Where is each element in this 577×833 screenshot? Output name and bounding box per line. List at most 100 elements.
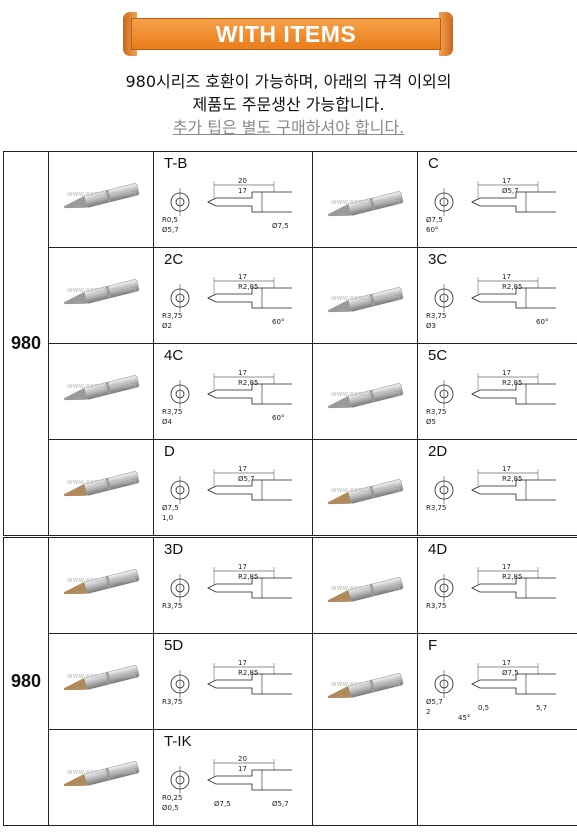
watermark: www.exsolmall.com [67, 672, 137, 680]
dimension-label: R3,75 [426, 408, 447, 416]
dimension-label: 45° [458, 714, 471, 722]
tip-photo: www.exsolmall.com [312, 537, 418, 634]
tip-photo: www.exsolmall.com [312, 247, 418, 344]
tip-name: 3D [164, 541, 184, 558]
watermark: www.exsolmall.com [331, 294, 401, 302]
dimension-label: 17 [238, 765, 247, 773]
dimension-label: Ø7,5 [426, 216, 443, 224]
watermark: www.exsolmall.com [331, 486, 401, 494]
dimension-label: Ø7,5 [502, 669, 519, 677]
dimension-label: R3,75 [426, 504, 447, 512]
dimension-label: 17 [238, 563, 247, 571]
dimension-label: Ø5 [426, 418, 436, 426]
dimension-label: 20 [238, 177, 247, 185]
title-banner: WITH ITEMS [123, 12, 453, 56]
watermark: www.exsolmall.com [67, 478, 137, 486]
series-label: 980 [3, 151, 49, 536]
dimension-label: R3,75 [162, 698, 183, 706]
dimension-label: Ø5,7 [502, 187, 519, 195]
dimension-label: Ø5,7 [238, 475, 255, 483]
tip-name: F [428, 637, 438, 654]
dimension-label: R3,75 [162, 408, 183, 416]
tip-photo: www.exsolmall.com [48, 151, 154, 248]
watermark: www.exsolmall.com [67, 190, 137, 198]
tip-name: 3C [428, 251, 448, 268]
dimension-label: 17 [238, 369, 247, 377]
dimension-label: 60° [272, 318, 285, 326]
dimension-label: 1,0 [162, 514, 174, 522]
dimension-label: R0,5 [162, 216, 178, 224]
dimension-label: 0,5 [478, 704, 490, 712]
dimension-label: 17 [502, 177, 511, 185]
dimension-label: 60° [536, 318, 549, 326]
watermark: www.exsolmall.com [67, 286, 137, 294]
dimension-label: 17 [238, 465, 247, 473]
intro-text: 980시리즈 호환이 가능하며, 아래의 규격 이외의 제품도 주문생산 가능합… [0, 70, 577, 139]
watermark: www.exsolmall.com [331, 198, 401, 206]
intro-line-3: 추가 팁은 별도 구매하셔야 합니다. [172, 118, 405, 137]
tip-name: T-B [164, 155, 188, 172]
banner-title: WITH ITEMS [215, 21, 357, 47]
dimension-label: Ø7,5 [162, 504, 179, 512]
tip-photo: www.exsolmall.com [48, 633, 154, 730]
dimension-label: R2,85 [502, 379, 523, 387]
tip-name: 2C [164, 251, 184, 268]
dimension-label: 17 [502, 369, 511, 377]
watermark: www.exsolmall.com [331, 680, 401, 688]
intro-line-2: 제품도 주문생산 가능합니다. [192, 95, 385, 114]
watermark: www.exsolmall.com [331, 390, 401, 398]
watermark: www.exsolmall.com [67, 768, 137, 776]
tip-name: 5C [428, 347, 448, 364]
intro-line-1: 980시리즈 호환이 가능하며, 아래의 규격 이외의 [125, 72, 452, 91]
tip-photo: www.exsolmall.com [312, 439, 418, 536]
dimension-label: Ø7,5 [214, 800, 231, 808]
banner-ribbon [131, 18, 441, 50]
dimension-label: R2,85 [502, 573, 523, 581]
dimension-label: Ø5,7 [426, 698, 443, 706]
tip-photo: www.exsolmall.com [48, 343, 154, 440]
tip-name: D [164, 443, 175, 460]
dimension-label: 17 [238, 659, 247, 667]
dimension-label: 2 [426, 708, 431, 716]
dimension-label: 17 [502, 273, 511, 281]
dimension-label: R2,85 [502, 475, 523, 483]
dimension-label: 17 [502, 465, 511, 473]
tip-photo: www.exsolmall.com [48, 729, 154, 826]
dimension-label: Ø5,7 [272, 800, 289, 808]
tip-name: 2D [428, 443, 448, 460]
dimension-label: Ø4 [162, 418, 172, 426]
tip-photo [312, 729, 418, 826]
dimension-label: Ø5,7 [162, 226, 179, 234]
tip-photo: www.exsolmall.com [312, 151, 418, 248]
tip-name: T-IK [164, 733, 192, 750]
tip-name: 4D [428, 541, 448, 558]
tip-photo: www.exsolmall.com [312, 343, 418, 440]
series-label: 980 [3, 537, 49, 826]
tip-name: 4C [164, 347, 184, 364]
dimension-label: R3,75 [162, 602, 183, 610]
banner-scroll-right [439, 12, 453, 56]
dimension-label: R0,25 [162, 794, 183, 802]
tip-name: C [428, 155, 439, 172]
dimension-label: 17 [502, 659, 511, 667]
dimension-label: 17 [238, 187, 247, 195]
dimension-label: 5,7 [536, 704, 548, 712]
watermark: www.exsolmall.com [67, 576, 137, 584]
